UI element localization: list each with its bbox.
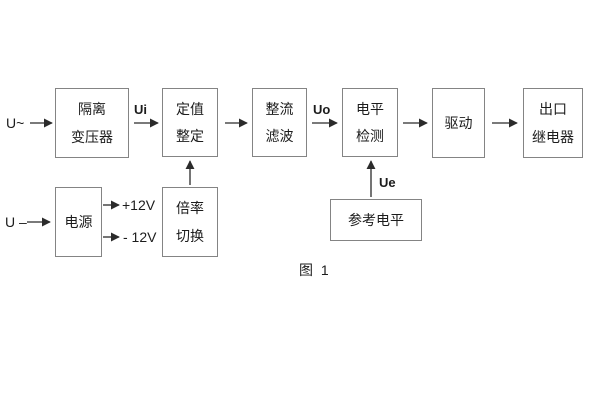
block-label: 定值 bbox=[176, 101, 204, 117]
block-level-detection: 电平 检测 bbox=[342, 88, 398, 157]
block-label: 整流 bbox=[265, 101, 294, 117]
block-label: 出口 bbox=[539, 101, 567, 118]
block-label: 电平 bbox=[356, 101, 384, 117]
block-rectify-filter: 整流 滤波 bbox=[252, 88, 307, 157]
block-label: 倍率 bbox=[176, 200, 204, 217]
block-label: 参考电平 bbox=[348, 212, 404, 228]
figure-caption: 图 1 bbox=[299, 262, 331, 278]
block-label: 隔离 bbox=[78, 101, 106, 118]
block-label: 驱动 bbox=[444, 115, 473, 131]
signal-label-ui: Ui bbox=[134, 102, 147, 117]
block-label: 整定 bbox=[176, 128, 204, 144]
block-label: 电源 bbox=[64, 214, 93, 230]
block-driver: 驱动 bbox=[432, 88, 485, 158]
input-label-dc: U – bbox=[5, 214, 27, 230]
block-output-relay: 出口 继电器 bbox=[523, 88, 583, 158]
block-label: 变压器 bbox=[71, 128, 113, 145]
rail-label-negative-12v: - 12V bbox=[123, 229, 157, 245]
block-label: 切换 bbox=[176, 227, 204, 244]
input-label-ac: U~ bbox=[6, 115, 25, 131]
block-label: 滤波 bbox=[265, 128, 294, 144]
block-label: 继电器 bbox=[532, 128, 574, 145]
block-value-setting: 定值 整定 bbox=[162, 88, 218, 157]
block-isolation-transformer: 隔离 变压器 bbox=[55, 88, 129, 158]
signal-label-ue: Ue bbox=[379, 175, 396, 190]
block-reference-level: 参考电平 bbox=[330, 199, 422, 241]
signal-label-uo: Uo bbox=[313, 102, 331, 117]
rail-label-positive-12v: +12V bbox=[122, 197, 156, 213]
block-label: 检测 bbox=[356, 128, 384, 144]
block-ratio-switch: 倍率 切换 bbox=[162, 187, 218, 257]
block-power-supply: 电源 bbox=[55, 187, 102, 257]
